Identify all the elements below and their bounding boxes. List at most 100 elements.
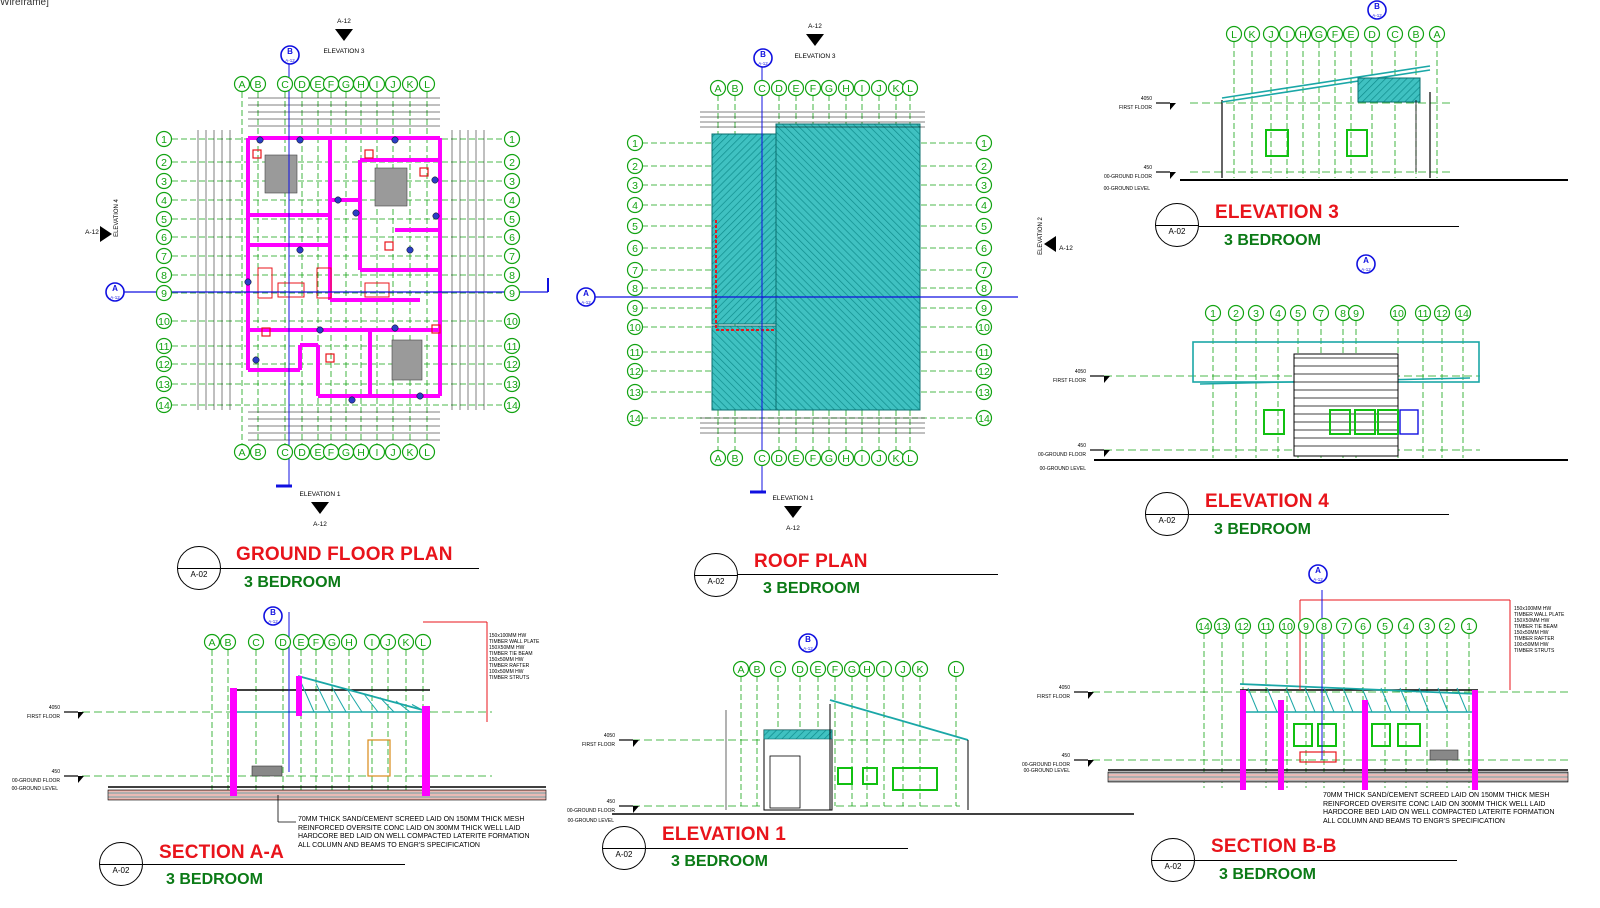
title-rule-section-b-b	[1195, 860, 1457, 861]
gf-grid-bubble-top-F-label: F	[328, 79, 334, 91]
gf-grid-bubble-left-6-label: 6	[161, 232, 167, 244]
rp-grid-bubble-left-5	[626, 217, 644, 235]
drawing-title-section-b-b: SECTION B-B	[1211, 836, 1337, 857]
sa-truss-web	[379, 697, 395, 713]
sa-grid-bubble-C-label: C	[252, 637, 260, 649]
e1-grid-bubble-E-label: E	[814, 664, 821, 676]
e4-grid-bubble-3	[1247, 304, 1265, 322]
title-rule-elevation-1	[646, 848, 908, 849]
gf-grid-bubble-top-C-label: C	[281, 79, 289, 91]
e1-grid-bubble-H-label: H	[863, 664, 871, 676]
sa-grid-bubble-K	[397, 633, 415, 651]
rp-grid-bubble-right-6-label: 6	[981, 243, 987, 255]
rp-grid-bubble-left-7	[626, 261, 644, 279]
gf-grid-bubble-right-8	[503, 266, 521, 284]
rp-grid-bubble-right-14-label: 14	[978, 413, 990, 425]
e1-level-gf-flag	[633, 806, 639, 813]
rp-grid-bubble-top-G	[820, 79, 838, 97]
gf-grid-bubble-right-10	[503, 312, 521, 330]
rp-grid-bubble-bottom-G	[820, 449, 838, 467]
gf-section-bubble-b-letter: B	[287, 47, 293, 56]
e4-grid-bubble-1	[1204, 304, 1222, 322]
rp-grid-bubble-right-9-label: 9	[981, 303, 987, 315]
e1-left-block	[763, 729, 833, 811]
gf-grid-bubble-left-4	[155, 191, 173, 209]
gf-grid-bubble-bottom-F-label: F	[328, 447, 334, 459]
rp-grid-bubble-bottom-D	[770, 449, 788, 467]
rp-grid-bubble-left-12-label: 12	[629, 366, 641, 378]
sb-grid-bubble-4	[1397, 617, 1415, 635]
e3-grid-bubble-H-label: H	[1299, 29, 1307, 41]
e1-left-roof	[763, 729, 833, 740]
e1-grid-bubble-C-label: C	[774, 664, 782, 676]
e4-grid-bubble-12	[1433, 304, 1451, 322]
rp-grid-bubble-right-10	[975, 318, 993, 336]
gf-grid-bubble-left-1	[155, 130, 173, 148]
rp-grid-bubble-left-2-label: 2	[632, 161, 638, 173]
rp-grid-bubble-right-2-label: 2	[981, 161, 987, 173]
gf-column-10	[252, 356, 260, 364]
gf-bed-0	[264, 154, 298, 194]
gf-marker-elev3-text-a: A-12	[337, 18, 351, 25]
rp-grid-bubble-left-11	[626, 343, 644, 361]
e1-grid-bubble-B-label: B	[753, 664, 760, 676]
e4-level-gf-value: 450	[1078, 443, 1087, 449]
sb-section-bubble-a-ref: A-12	[1313, 577, 1323, 582]
sb-grid-bubble-2	[1438, 617, 1456, 635]
gf-grid-bubble-left-7	[155, 247, 173, 265]
gf-section-bubble-b-ref: A-12	[285, 58, 295, 63]
e1-level-ff-flag	[633, 740, 639, 747]
sb-window-2	[1371, 723, 1391, 747]
gf-grid-bubble-left-5-label: 5	[161, 214, 167, 226]
rp-grid-bubble-right-9	[975, 299, 993, 317]
gf-sofa-3	[316, 267, 332, 299]
gf-grid-bubble-left-14-label: 14	[158, 400, 170, 412]
gf-fixture-6	[261, 327, 271, 337]
sb-level-gl: 00-GROUND LEVEL	[1024, 768, 1071, 774]
sb-grid-bubble-13	[1213, 617, 1231, 635]
e3-section-bubble-b-letter: B	[1374, 2, 1380, 11]
e4-grid-bubble-11	[1414, 304, 1432, 322]
gf-grid-bubble-bottom-C-label: C	[281, 447, 289, 459]
sa-grid-bubble-L-label: L	[420, 637, 426, 649]
gf-column-1	[296, 136, 304, 144]
gf-grid-bubble-bottom-C	[276, 443, 294, 461]
e1-grid-bubble-H	[858, 660, 876, 678]
gf-grid-bubble-left-9-label: 9	[161, 288, 167, 300]
drawing-title-ground-floor-plan: GROUND FLOOR PLAN	[236, 544, 453, 565]
e1-grid-bubble-A-label: A	[737, 664, 744, 676]
title-rule-ground-floor-plan	[221, 568, 479, 569]
e4-clad-wall	[1293, 353, 1399, 457]
sa-grid-bubble-G-label: G	[328, 637, 336, 649]
gf-grid-bubble-right-3	[503, 172, 521, 190]
rp-grid-bubble-left-5-label: 5	[632, 221, 638, 233]
gf-bed-1	[374, 167, 408, 207]
gf-grid-bubble-right-6-label: 6	[509, 232, 515, 244]
gf-grid-bubble-right-6	[503, 228, 521, 246]
gf-grid-bubble-right-4-label: 4	[509, 195, 515, 207]
sb-grid-bubble-10-label: 10	[1281, 621, 1293, 633]
gf-marker-elev3-arrow	[335, 29, 353, 41]
gf-grid-bubble-right-9	[503, 284, 521, 302]
gf-grid-bubble-right-1	[503, 130, 521, 148]
e4-grid-bubble-14	[1454, 304, 1472, 322]
rp-grid-bubble-left-10-label: 10	[629, 322, 641, 334]
drawing-subtitle-ground-floor-plan: 3 BEDROOM	[244, 574, 341, 591]
gf-grid-bubble-right-14	[503, 396, 521, 414]
sb-truss-web	[1342, 687, 1354, 713]
sa-level-gf-value: 450	[52, 769, 61, 775]
rp-section-bubble-b	[753, 48, 773, 68]
gf-grid-bubble-bottom-L	[418, 443, 436, 461]
sa-level-gf-flag	[78, 776, 84, 783]
gf-grid-bubble-bottom-A	[233, 443, 251, 461]
sb-section-bubble-a-letter: A	[1315, 566, 1321, 575]
sa-grid-bubble-C	[247, 633, 265, 651]
sa-truss-web	[395, 700, 411, 713]
rp-grid-bubble-right-2	[975, 157, 993, 175]
title-rule-elevation-3	[1199, 226, 1459, 227]
e3-grid-bubble-K	[1243, 25, 1261, 43]
sb-grid-bubble-7-label: 7	[1341, 621, 1347, 633]
gf-column-2	[391, 136, 399, 144]
gf-grid-bubble-left-12-label: 12	[158, 359, 170, 371]
